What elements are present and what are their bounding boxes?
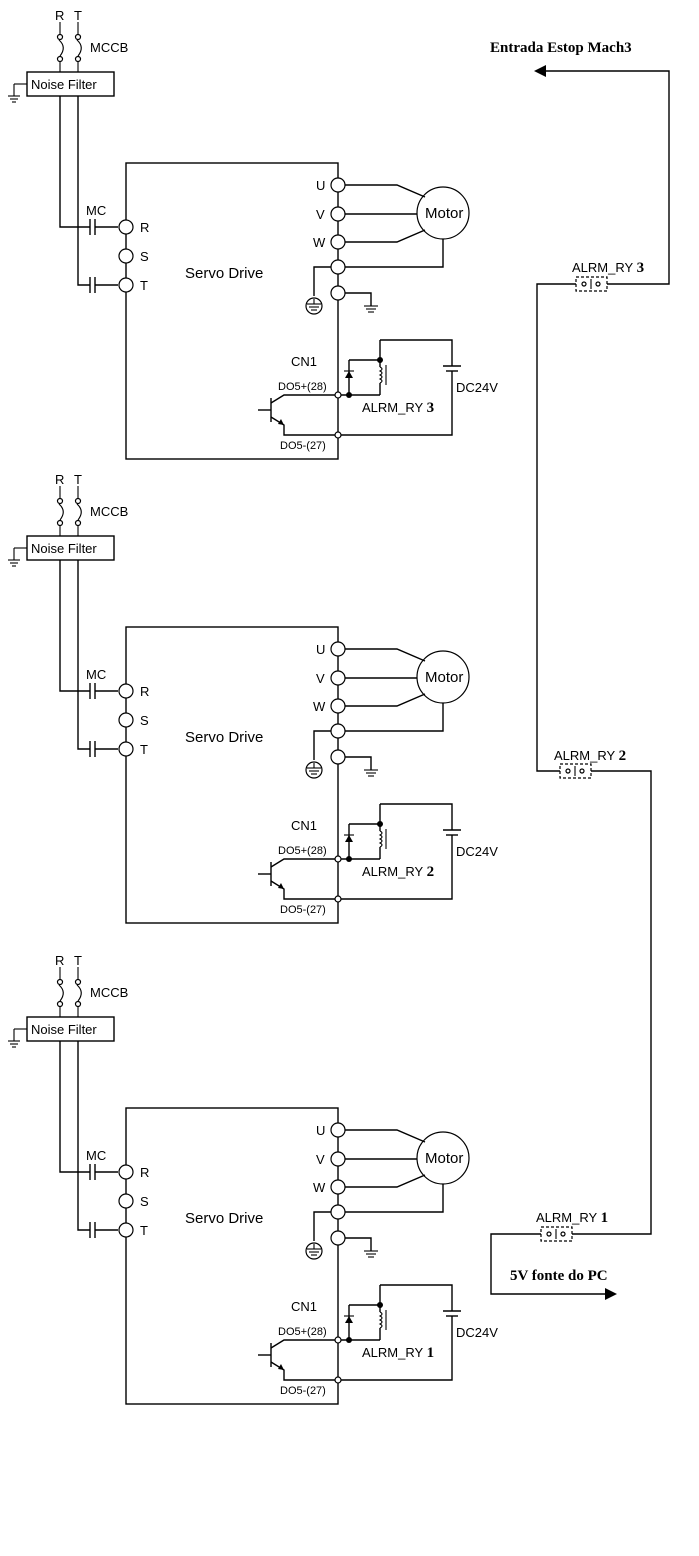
relay-contact-3-label: ALRM_RY 3 bbox=[572, 260, 644, 276]
do5-plus-label: DO5+(28) bbox=[278, 845, 327, 857]
noise-filter-label: Noise Filter bbox=[31, 541, 97, 556]
input-t-label: T bbox=[140, 742, 148, 757]
servo-unit-1: R T MCCB Noise Filter MC R S T Servo Dri… bbox=[7, 953, 498, 1405]
do5-plus-label: DO5+(28) bbox=[278, 381, 327, 393]
cn1-label: CN1 bbox=[291, 1299, 317, 1314]
mccb-label: MCCB bbox=[90, 985, 128, 1000]
output-v-label: V bbox=[316, 671, 325, 686]
output-v-label: V bbox=[316, 207, 325, 222]
mccb-t-label: T bbox=[74, 953, 82, 968]
output-u-label: U bbox=[316, 178, 325, 193]
mccb-r-label: R bbox=[55, 472, 64, 487]
relay-contact-1-number: 1 bbox=[601, 1210, 609, 1226]
relay-contact-3-number: 3 bbox=[637, 260, 645, 276]
input-r-label: R bbox=[140, 1165, 149, 1180]
input-s-label: S bbox=[140, 1194, 149, 1209]
dc24v-label: DC24V bbox=[456, 380, 498, 395]
motor-label: Motor bbox=[425, 205, 463, 222]
mccb-r-label: R bbox=[55, 953, 64, 968]
relay-coil-number: 3 bbox=[427, 400, 435, 416]
output-w-label: W bbox=[313, 1180, 326, 1195]
relay-contact-1-label: ALRM_RY 1 bbox=[536, 1210, 608, 1226]
mc-label: MC bbox=[86, 667, 106, 682]
mccb-t-label: T bbox=[74, 8, 82, 23]
relay-coil-prefix: ALRM_RY bbox=[362, 864, 424, 879]
relay-contact-2-prefix: ALRM_RY bbox=[554, 748, 616, 763]
noise-filter-label: Noise Filter bbox=[31, 77, 97, 92]
servo-unit-2: R T MCCB Noise Filter MC R S T Servo Dri… bbox=[7, 472, 498, 924]
input-s-label: S bbox=[140, 713, 149, 728]
relay-contact-1-prefix: ALRM_RY bbox=[536, 1210, 598, 1225]
input-s-label: S bbox=[140, 249, 149, 264]
mc-label: MC bbox=[86, 203, 106, 218]
input-r-label: R bbox=[140, 220, 149, 235]
relay-coil-prefix: ALRM_RY bbox=[362, 400, 424, 415]
output-u-label: U bbox=[316, 1123, 325, 1138]
estop-output-label: Entrada Estop Mach3 bbox=[490, 40, 632, 56]
output-w-label: W bbox=[313, 235, 326, 250]
mccb-r-label: R bbox=[55, 8, 64, 23]
cn1-label: CN1 bbox=[291, 818, 317, 833]
mccb-label: MCCB bbox=[90, 40, 128, 55]
output-u-label: U bbox=[316, 642, 325, 657]
motor-label: Motor bbox=[425, 669, 463, 686]
relay-contact-2-label: ALRM_RY 2 bbox=[554, 748, 626, 764]
do5-minus-label: DO5-(27) bbox=[280, 440, 326, 452]
relay-coil-label: ALRM_RY 3 bbox=[362, 400, 434, 416]
input-r-label: R bbox=[140, 684, 149, 699]
estop-input-label: 5V fonte do PC bbox=[510, 1268, 608, 1284]
mccb-label: MCCB bbox=[90, 504, 128, 519]
mccb-t-label: T bbox=[74, 472, 82, 487]
output-v-label: V bbox=[316, 1152, 325, 1167]
do5-minus-label: DO5-(27) bbox=[280, 1385, 326, 1397]
estop-loop: Entrada Estop Mach3 ALRM_RY 3 ALRM_RY 2 … bbox=[490, 40, 670, 1300]
relay-coil-prefix: ALRM_RY bbox=[362, 1345, 424, 1360]
do5-plus-label: DO5+(28) bbox=[278, 1326, 327, 1338]
relay-contact-2-number: 2 bbox=[619, 748, 627, 764]
input-t-label: T bbox=[140, 278, 148, 293]
do5-minus-label: DO5-(27) bbox=[280, 904, 326, 916]
input-t-label: T bbox=[140, 1223, 148, 1238]
dc24v-label: DC24V bbox=[456, 844, 498, 859]
dc24v-label: DC24V bbox=[456, 1325, 498, 1340]
estop-input-arrow bbox=[605, 1288, 617, 1300]
mc-label: MC bbox=[86, 1148, 106, 1163]
cn1-label: CN1 bbox=[291, 354, 317, 369]
relay-coil-label: ALRM_RY 2 bbox=[362, 864, 434, 880]
servo-unit-3: R T MCCB Noise Filter MC R S T Servo Dri… bbox=[7, 8, 498, 460]
servo-drive-label: Servo Drive bbox=[185, 1210, 263, 1227]
servo-drive-label: Servo Drive bbox=[185, 265, 263, 282]
relay-contact-3-prefix: ALRM_RY bbox=[572, 260, 634, 275]
motor-label: Motor bbox=[425, 1150, 463, 1167]
servo-drive-label: Servo Drive bbox=[185, 729, 263, 746]
relay-coil-label: ALRM_RY 1 bbox=[362, 1345, 434, 1361]
estop-output-arrow bbox=[534, 65, 546, 77]
output-w-label: W bbox=[313, 699, 326, 714]
noise-filter-label: Noise Filter bbox=[31, 1022, 97, 1037]
relay-coil-number: 1 bbox=[427, 1345, 435, 1361]
relay-coil-number: 2 bbox=[427, 864, 435, 880]
